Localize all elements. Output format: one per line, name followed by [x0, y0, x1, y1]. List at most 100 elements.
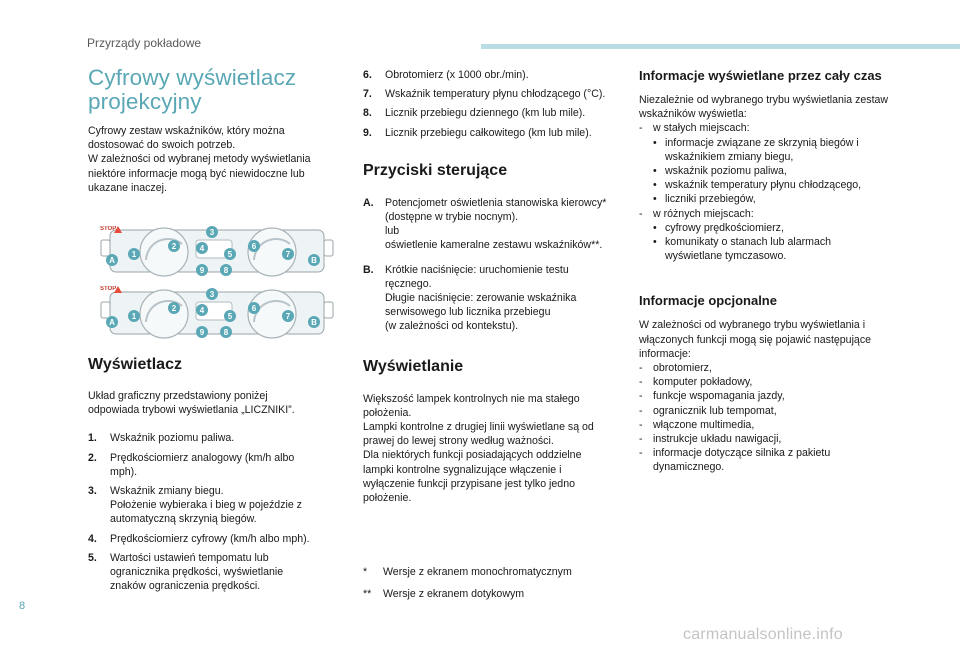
- callout-badge: [282, 248, 294, 260]
- permanent-info-intro: Niezależnie od wybranego trybu wyświetla…: [639, 94, 889, 121]
- display2-text: Większość lampek kontrolnych nie ma stał…: [363, 392, 594, 505]
- optional-info-intro: W zależności od wybranego trybu wyświetl…: [639, 319, 872, 360]
- callout-label: A: [109, 256, 115, 265]
- callout-badge: [106, 316, 118, 328]
- footnote-1: *Wersje z ekranem monochromatycznym: [363, 566, 572, 578]
- callout-label: 2: [172, 242, 177, 251]
- callout-badge: [106, 254, 118, 266]
- callout-label: 6: [252, 242, 257, 251]
- callout-label: 2: [172, 304, 177, 313]
- optional-info-list: -obrotomierz, -komputer pokładowy, -funk…: [639, 361, 889, 475]
- legend-list-2: 6.Obrotomierz (x 1000 obr./min). 7.Wskaź…: [363, 68, 613, 140]
- cluster-1-callouts: 1 2 34 5 6 7 8 9 A B: [106, 226, 320, 276]
- watermark: carmanualsonline.info: [683, 626, 843, 643]
- callout-badge: [248, 302, 260, 314]
- instrument-cluster-diagram-2: STOP: [100, 286, 334, 339]
- list-item: 5.Wartości ustawień tempomatu lub ograni…: [88, 551, 284, 593]
- callout-label: 7: [286, 250, 291, 259]
- callout-label: 4: [200, 244, 205, 253]
- various-items-list: •cyfrowy prędkościomierz, •komunikaty o …: [639, 221, 889, 264]
- warning-triangle-icon: [114, 226, 122, 233]
- list-item: 1.Wskaźnik poziomu paliwa.: [88, 432, 235, 445]
- list-item: 2.Prędkościomierz analogowy (km/h albo m…: [88, 451, 295, 478]
- buttons-list: A.Potencjometr oświetlenia stanowiska ki…: [363, 196, 613, 334]
- column-middle: 6.Obrotomierz (x 1000 obr./min). 7.Wskaź…: [363, 68, 613, 505]
- list-item: 9.Licznik przebiegu całkowitego (km lub …: [363, 126, 592, 139]
- list-item: 3.Wskaźnik zmiany biegu. Położenie wybie…: [88, 485, 302, 526]
- list-item: •wskaźnik poziomu paliwa,: [653, 165, 787, 178]
- callout-label: 9: [200, 328, 205, 337]
- list-item: -funkcje wspomagania jazdy,: [639, 390, 785, 403]
- display-intro: Układ graficzny przedstawiony poniżej od…: [88, 390, 295, 417]
- legend-list-1: 1.Wskaźnik poziomu paliwa. 2.Prędkościom…: [88, 431, 318, 593]
- list-item: -instrukcje układu nawigacji,: [639, 433, 782, 446]
- list-item: 4.Prędkościomierz cyfrowy (km/h albo mph…: [88, 532, 310, 545]
- list-item: 6.Obrotomierz (x 1000 obr./min).: [363, 69, 529, 81]
- list-item: -w stałych miejscach:: [639, 122, 750, 135]
- column-right: Informacje wyświetlane przez cały czas N…: [639, 68, 889, 475]
- intro-text: Cyfrowy zestaw wskaźników, który można d…: [88, 125, 311, 194]
- fixed-items-list: •informacje związane ze skrzynią biegów …: [639, 136, 889, 207]
- display-title: Wyświetlacz: [88, 356, 182, 373]
- list-item: -informacje dotyczące silnika z pakietu …: [639, 447, 831, 474]
- list-item: •wskaźnik temperatury płynu chłodzącego,: [653, 179, 862, 192]
- list-item: -obrotomierz,: [639, 362, 712, 375]
- callout-label: 1: [132, 250, 137, 259]
- callout-badge: [224, 248, 236, 260]
- callout-badge: [168, 302, 180, 314]
- callout-label: 3: [210, 290, 215, 299]
- callout-badge: [308, 316, 320, 328]
- callout-label: 3: [210, 228, 215, 237]
- callout-badge: [128, 248, 140, 260]
- callout-label: B: [311, 256, 317, 265]
- stop-label: STOP: [100, 286, 116, 292]
- callout-label: B: [311, 318, 317, 327]
- callout-label: 7: [286, 312, 291, 321]
- optional-info-title: Informacje opcjonalne: [639, 293, 777, 309]
- callout-label: 6: [252, 304, 257, 313]
- instrument-cluster-diagram-1: STOP: [100, 226, 334, 277]
- callout-label: 8: [224, 266, 229, 275]
- callout-badge: [220, 326, 232, 338]
- callout-label: A: [109, 318, 115, 327]
- buttons-title: Przyciski sterujące: [363, 161, 508, 179]
- callout-badge: [196, 326, 208, 338]
- list-item: 8.Licznik przebiegu dziennego (km lub mi…: [363, 107, 586, 120]
- footnote-2: **Wersje z ekranem dotykowym: [363, 588, 525, 600]
- callout-badge: [196, 242, 208, 254]
- callout-badge: [308, 254, 320, 266]
- header-accent-bar: [481, 44, 960, 49]
- callout-badge: [128, 310, 140, 322]
- list-item: A.Potencjometr oświetlenia stanowiska ki…: [363, 196, 607, 252]
- callout-label: 4: [200, 306, 205, 315]
- various-label-list: -w różnych miejscach:: [639, 207, 889, 221]
- warning-triangle-icon: [114, 286, 122, 293]
- callout-badge: [220, 264, 232, 276]
- page-number: 8: [19, 600, 26, 612]
- list-item: -włączone multimedia,: [639, 418, 755, 431]
- callout-badge: [206, 226, 218, 238]
- permanent-info-list: -w stałych miejscach:: [639, 121, 889, 135]
- list-item: •informacje związane ze skrzynią biegów …: [653, 136, 859, 163]
- list-item: 7.Wskaźnik temperatury płynu chłodzącego…: [363, 88, 606, 101]
- callout-badge: [282, 310, 294, 322]
- column-left: Cyfrowy wyświetlacz projekcyjny Cyfrowy …: [88, 66, 318, 195]
- permanent-info-title: Informacje wyświetlane przez cały czas: [639, 68, 882, 83]
- display-section: Wyświetlacz Układ graficzny przedstawion…: [88, 356, 318, 598]
- list-item: •liczniki przebiegów,: [653, 193, 756, 206]
- callout-badge: [248, 240, 260, 252]
- callout-label: 8: [224, 328, 229, 337]
- list-item: -ogranicznik lub tempomat,: [639, 404, 777, 417]
- callout-label: 9: [200, 266, 205, 275]
- callout-label: 1: [132, 312, 137, 321]
- list-item: •cyfrowy prędkościomierz,: [653, 221, 784, 234]
- display2-title: Wyświetlanie: [363, 357, 464, 375]
- callout-badge: [206, 288, 218, 300]
- list-item: -w różnych miejscach:: [639, 207, 754, 220]
- callout-badge: [196, 264, 208, 276]
- callout-badge: [196, 304, 208, 316]
- list-item: •komunikaty o stanach lub alarmach wyświ…: [653, 236, 832, 263]
- list-item: B.Krótkie naciśnięcie: uruchomienie test…: [363, 263, 577, 333]
- callout-label: 5: [228, 250, 233, 259]
- page-title: Cyfrowy wyświetlacz projekcyjny: [88, 65, 297, 114]
